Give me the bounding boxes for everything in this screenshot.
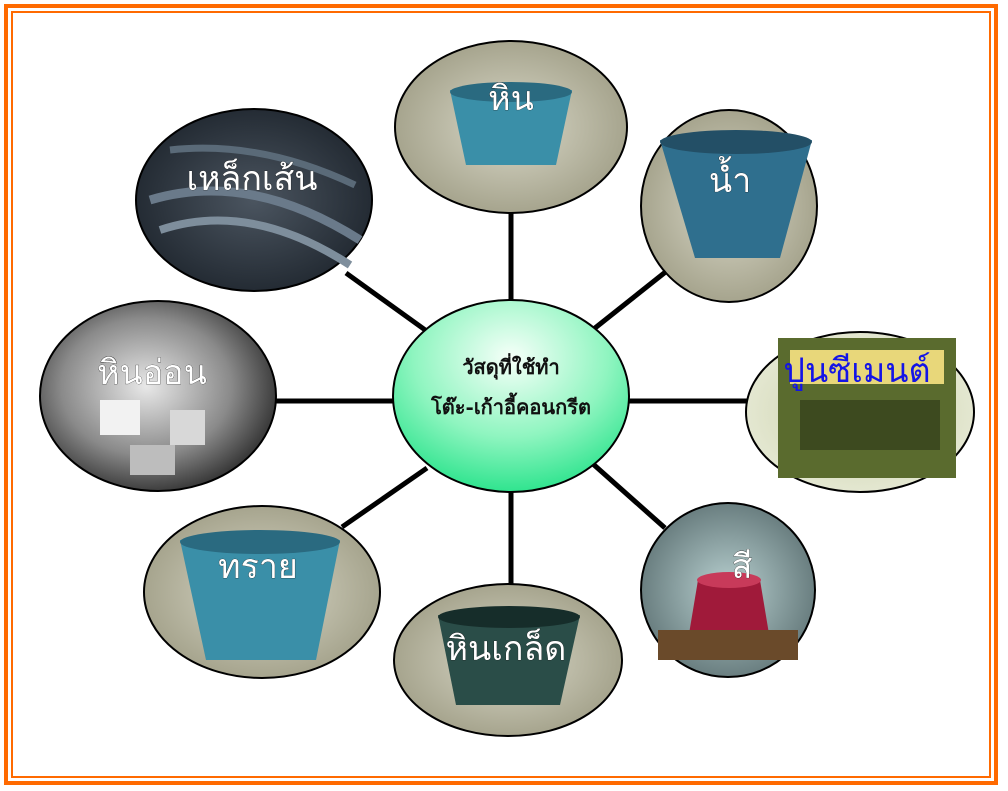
label-see: สี — [732, 547, 753, 587]
connector-nam — [588, 268, 670, 334]
label-lek-sen: เหล็กเส้น — [186, 158, 317, 199]
rebar-stroke — [158, 216, 353, 269]
bucket-rim — [438, 606, 580, 628]
label-sai: ทราย — [218, 547, 298, 587]
rebar-stroke — [148, 186, 363, 244]
hin-on-photo — [39, 300, 277, 492]
bucket-icon — [438, 615, 580, 705]
sack-pattern — [800, 400, 940, 450]
bucket-rim — [450, 82, 572, 102]
rebar-stroke — [169, 144, 357, 189]
inner-frame — [11, 11, 991, 778]
marble-block — [170, 410, 205, 445]
bucket-icon — [450, 90, 572, 165]
marble-block — [130, 445, 175, 475]
table-surface — [658, 630, 798, 660]
node-lek-sen: เหล็กเส้น — [135, 108, 373, 292]
node-hin-klet: หินเกล็ด — [393, 583, 623, 737]
paint-can-icon — [688, 580, 770, 640]
node-hin: หิน — [394, 40, 628, 214]
sack-label-band — [790, 350, 944, 384]
node-sai: ทราย — [143, 505, 381, 679]
hub-ellipse — [392, 299, 630, 493]
connector-see — [591, 462, 667, 530]
connector-sai — [340, 465, 429, 530]
node-poon-cement: ปูนซีเมนต์ — [745, 331, 975, 493]
marble-block — [100, 400, 140, 435]
lek-sen-photo — [135, 108, 373, 292]
label-nam: น้ำ — [709, 156, 751, 201]
hub-title-line1: วัสดุที่ใช้ทำ — [462, 352, 559, 380]
label-hin-on: หินอ่อน — [97, 353, 207, 393]
label-hin: หิน — [488, 79, 534, 119]
outer-frame — [4, 4, 998, 785]
node-hin-on: หินอ่อน — [39, 300, 277, 492]
connector-lek-sen — [344, 270, 430, 335]
paint-can-lid — [697, 572, 761, 588]
hub-title-line2: โต๊ะ-เก้าอี้คอนกรีต — [430, 392, 591, 419]
bucket-rim — [660, 130, 812, 154]
connector-lines — [275, 212, 748, 588]
node-see: สี — [640, 502, 816, 678]
label-poon-cement: ปูนซีเมนต์ — [783, 351, 930, 391]
label-hin-klet: หินเกล็ด — [446, 628, 567, 669]
bucket-icon — [660, 140, 812, 258]
hub: วัสดุที่ใช้ทำ โต๊ะ-เก้าอี้คอนกรีต — [392, 299, 630, 493]
bucket-icon — [180, 540, 340, 660]
bucket-rim — [180, 530, 340, 554]
node-nam: น้ำ — [640, 109, 818, 303]
